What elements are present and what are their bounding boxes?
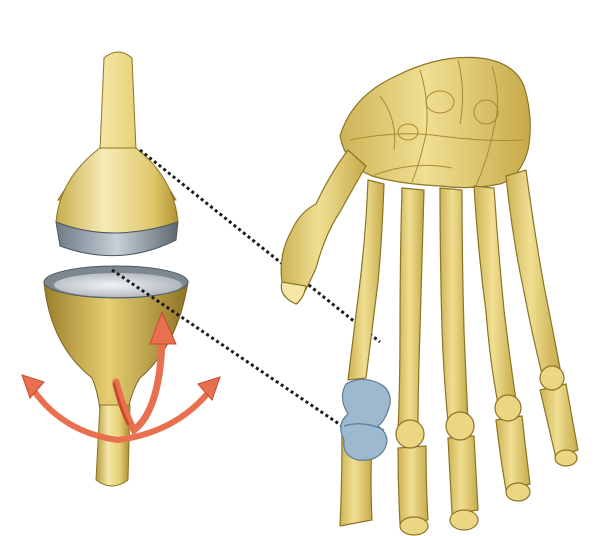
saddle-joint-highlight [341, 379, 390, 460]
arrowhead-left-icon [22, 375, 44, 398]
carpal-bones [340, 57, 530, 187]
hand-skeleton [281, 57, 578, 535]
thumb-metacarpal [348, 180, 384, 380]
ring-metacarpal [474, 186, 516, 404]
little-knuckle [540, 366, 564, 390]
little-joint-cap [555, 450, 577, 466]
index-joint-cap [400, 517, 428, 535]
forearm-bone-tip [281, 282, 306, 304]
middle-joint-cap [450, 510, 478, 530]
index-metacarpal [398, 188, 424, 432]
ring-phalanx [496, 416, 530, 490]
index-phalanx [398, 446, 428, 524]
little-metacarpal [506, 170, 560, 374]
joint-model [22, 52, 220, 486]
upper-bone-head [56, 148, 178, 233]
socket-surface [54, 273, 182, 297]
forearm-bone-stub [281, 150, 366, 304]
little-phalanx [540, 384, 578, 458]
index-knuckle [396, 420, 424, 448]
middle-metacarpal [440, 188, 468, 422]
middle-phalanx [448, 436, 478, 514]
middle-knuckle [446, 412, 474, 440]
ring-joint-cap [506, 483, 530, 501]
ring-knuckle [495, 395, 521, 421]
